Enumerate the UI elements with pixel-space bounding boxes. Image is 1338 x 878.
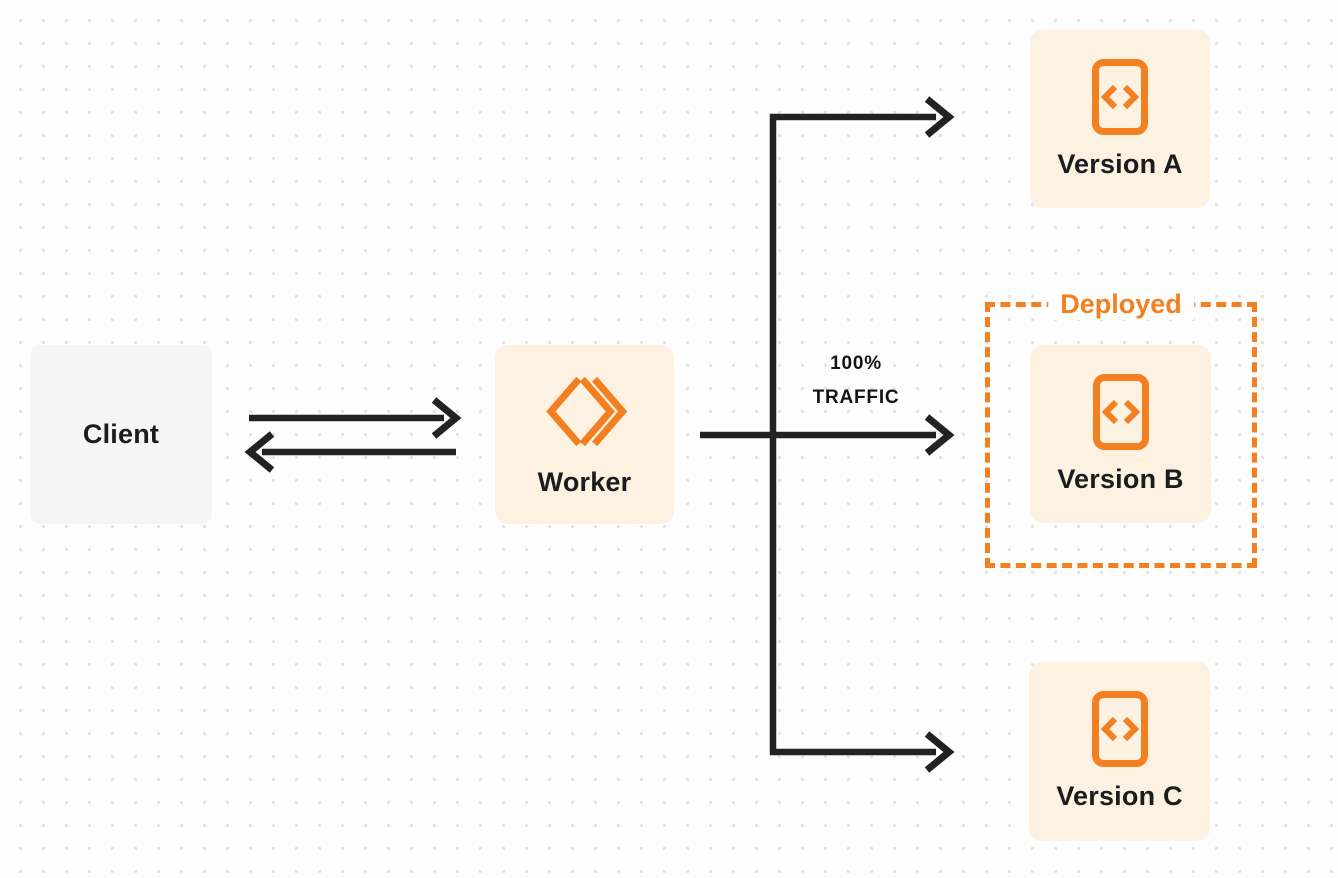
arrow-worker-to-version-b — [700, 414, 955, 456]
traffic-annotation: 100% TRAFFIC — [791, 347, 921, 415]
node-version-b: Version B — [1030, 345, 1211, 523]
deployed-label: Deployed — [1048, 289, 1194, 321]
worker-label: Worker — [537, 466, 632, 497]
arrow-worker-to-client — [244, 431, 456, 473]
traffic-word: TRAFFIC — [812, 387, 900, 408]
code-file-icon — [1092, 58, 1148, 135]
arrow-client-to-worker — [249, 397, 462, 439]
cloudflare-workers-logo-icon — [543, 372, 627, 451]
version-b-label: Version B — [1057, 463, 1184, 494]
version-c-label: Version C — [1056, 781, 1183, 811]
traffic-percent: 100% — [830, 353, 882, 374]
client-label: Client — [82, 419, 160, 449]
node-version-a: Version A — [1030, 30, 1210, 208]
arrow-worker-to-version-a — [924, 96, 955, 138]
node-client: Client — [30, 345, 212, 524]
version-a-label: Version A — [1057, 148, 1183, 179]
deployed-frame: Deployed — [985, 289, 1257, 568]
code-file-icon — [1091, 691, 1148, 767]
code-file-icon — [1092, 373, 1149, 450]
arrow-worker-to-version-c — [924, 731, 955, 773]
node-version-c: Version C — [1029, 662, 1210, 841]
node-worker: Worker — [495, 345, 674, 524]
